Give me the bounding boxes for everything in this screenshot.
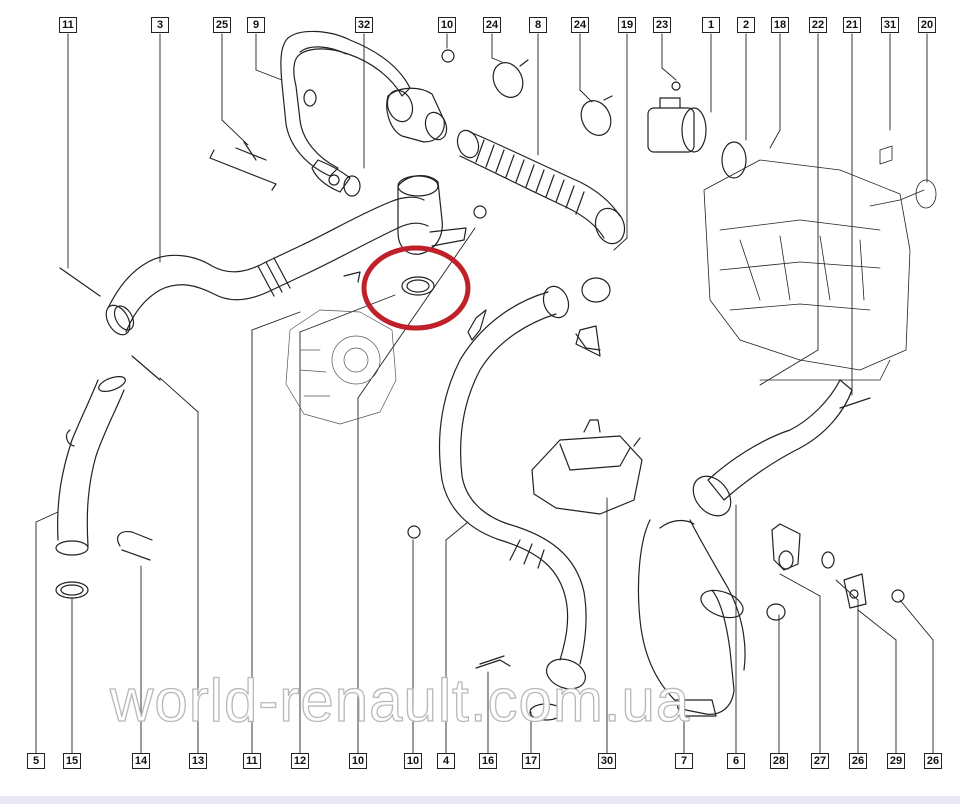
callout-18: 18 [771,17,789,33]
elbow-connector [397,175,467,255]
callout-12: 12 [291,753,309,769]
callout-26-a: 26 [849,753,867,769]
callout-7: 7 [675,753,693,769]
callout-30: 30 [598,753,616,769]
callout-19: 19 [618,17,636,33]
callout-23: 23 [653,17,671,33]
turbocharger [285,309,397,425]
leader-lines-top [67,33,928,396]
callout-11-bottom: 11 [243,753,261,769]
callout-31: 31 [881,17,899,33]
callout-29: 29 [887,753,905,769]
callout-24-b: 24 [571,17,589,33]
callout-10-b: 10 [404,753,422,769]
hose-clamps-24 [492,59,613,136]
callout-4: 4 [437,753,455,769]
callout-15: 15 [63,753,81,769]
lower-pipe-5 [55,376,126,599]
callout-11: 11 [59,17,77,33]
callout-5: 5 [27,753,45,769]
callout-28: 28 [770,753,788,769]
corrugated-hose-8 [456,129,626,245]
callout-22: 22 [809,17,827,33]
o-ring-12 [401,276,435,296]
callout-20: 20 [918,17,936,33]
callout-21: 21 [843,17,861,33]
hose-connector [386,87,448,143]
callout-9: 9 [247,17,265,33]
charge-air-duct-6-7 [637,379,853,717]
callout-26-b: 26 [924,753,942,769]
callout-1: 1 [702,17,720,33]
callout-17: 17 [522,753,540,769]
callout-10-a: 10 [349,753,367,769]
callout-27: 27 [811,753,829,769]
watermark: world-renault.com.ua [109,666,691,734]
engine-block [703,145,937,381]
highlight-circle [361,245,471,331]
air-flow-meter [647,81,747,179]
callout-6: 6 [727,753,745,769]
callout-24-a: 24 [483,17,501,33]
intake-duct-9 [280,30,411,193]
callout-14: 14 [132,753,150,769]
intercooler-hose-4 [438,285,587,721]
callout-2: 2 [737,17,755,33]
bottom-bar [0,796,960,804]
callout-8: 8 [529,17,547,33]
callout-13: 13 [189,753,207,769]
clips [59,267,601,669]
callout-25: 25 [213,17,231,33]
leader-lines-bottom [35,227,934,755]
callout-32: 32 [355,17,373,33]
small-fasteners [209,49,905,621]
callout-10-top: 10 [438,17,456,33]
callout-16: 16 [479,753,497,769]
callout-3: 3 [151,17,169,33]
resonator-cover-30 [531,419,643,515]
